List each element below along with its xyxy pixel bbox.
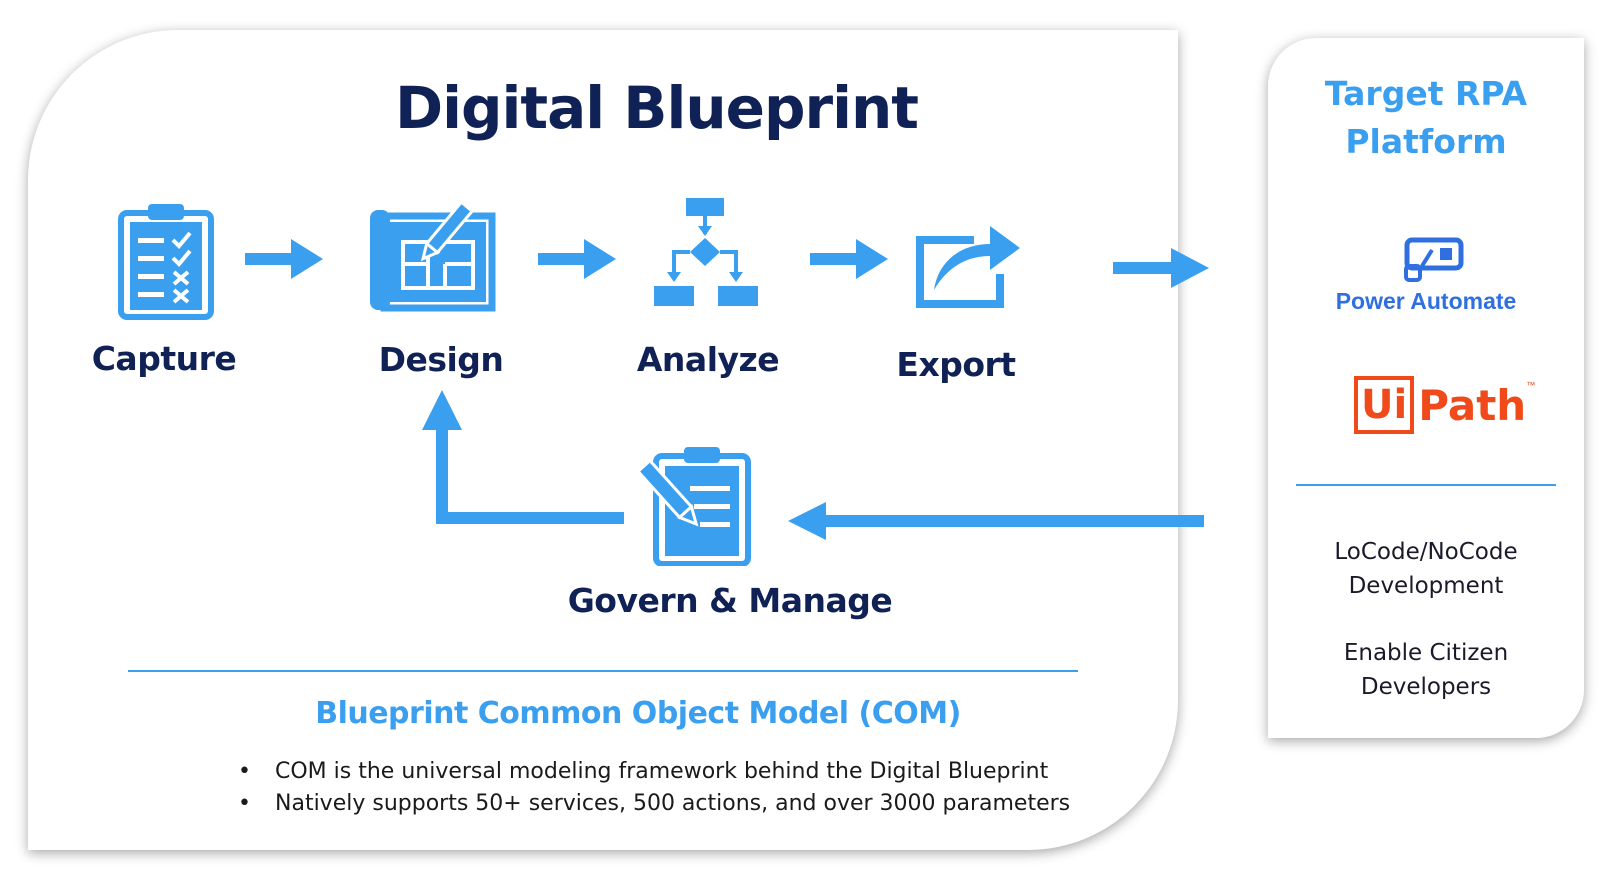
uipath-logo-path: Path xyxy=(1418,380,1527,430)
target-platform-title: Target RPA Platform xyxy=(1268,70,1584,166)
diagram-title: Digital Blueprint xyxy=(394,74,919,142)
uipath-trademark: ™ xyxy=(1526,380,1536,390)
benefit-citizen: Enable Citizen Developers xyxy=(1268,636,1584,704)
side-divider xyxy=(1296,484,1556,486)
blueprint-icon xyxy=(370,202,496,312)
arrow-left-icon xyxy=(788,502,1204,540)
benefit-locode: LoCode/NoCode Development xyxy=(1268,535,1584,603)
step-label-govern: Govern & Manage xyxy=(567,581,893,620)
com-bullet-list: COM is the universal modeling framework … xyxy=(238,756,1070,820)
benefit-line: Developers xyxy=(1360,674,1492,700)
step-label-analyze: Analyze xyxy=(636,340,780,379)
step-label-export: Export xyxy=(896,345,1016,384)
uipath-logo: Ui Path ™ xyxy=(1354,376,1535,434)
arrow-right-icon xyxy=(538,239,616,279)
step-label-design: Design xyxy=(378,340,504,379)
feedback-arrow-icon xyxy=(422,390,624,524)
com-bullet: COM is the universal modeling framework … xyxy=(238,756,1070,788)
flowchart-icon xyxy=(654,198,758,306)
arrow-right-icon xyxy=(245,239,323,279)
benefit-line: Enable Citizen xyxy=(1343,640,1509,666)
arrow-right-icon xyxy=(1113,248,1209,288)
arrow-right-icon xyxy=(810,239,888,279)
power-automate-label: Power Automate xyxy=(1335,288,1517,314)
target-platform-panel xyxy=(1268,38,1584,738)
benefit-line: LoCode/NoCode xyxy=(1334,539,1518,565)
uipath-logo-ui: Ui xyxy=(1354,376,1415,434)
export-icon xyxy=(916,226,1020,308)
benefit-line: Development xyxy=(1348,573,1504,599)
target-platform-title-line: Target RPA xyxy=(1324,74,1528,113)
clipboard-pencil-icon xyxy=(635,447,751,566)
step-label-capture: Capture xyxy=(91,339,237,378)
com-title: Blueprint Common Object Model (COM) xyxy=(315,696,961,731)
power-automate-logo-icon xyxy=(1404,237,1464,282)
digital-blueprint-panel xyxy=(28,30,1178,850)
target-platform-title-line: Platform xyxy=(1345,122,1507,161)
section-divider xyxy=(128,670,1078,672)
com-bullet: Natively supports 50+ services, 500 acti… xyxy=(238,788,1070,820)
clipboard-checklist-icon xyxy=(118,204,214,320)
